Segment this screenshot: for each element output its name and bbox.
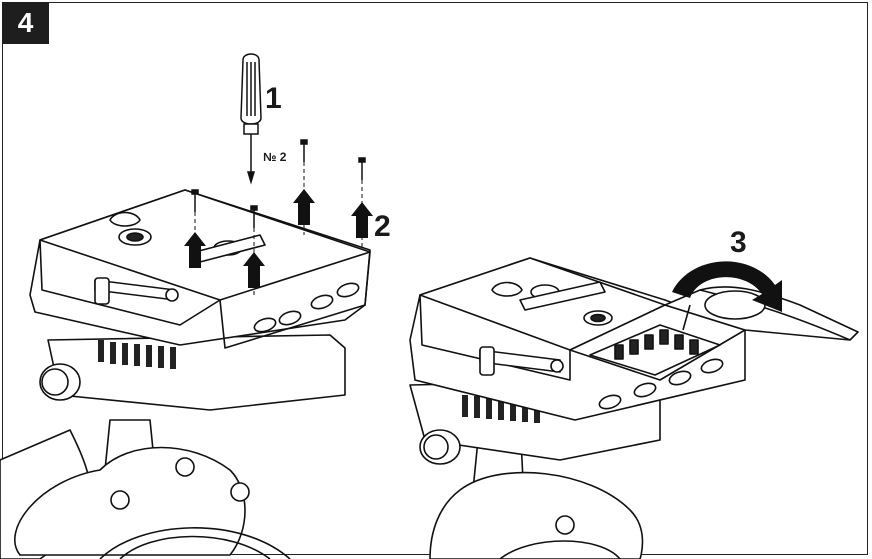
screwdriver-icon [240, 53, 262, 185]
cooling-fins-left [98, 340, 176, 369]
valve-body-left [0, 419, 291, 559]
actuator-open-right [409, 257, 859, 559]
cooling-fins-right [462, 395, 540, 423]
screwdriver-size-label: № 2 [263, 150, 287, 164]
terminal-block [589, 324, 721, 376]
up-arrow-icon [293, 189, 315, 225]
up-arrow-icon [184, 232, 206, 268]
cable-ports-right [598, 358, 724, 410]
rotation-arrow-icon [672, 261, 782, 312]
up-arrow-icon [243, 252, 265, 288]
callout-3: 3 [730, 226, 747, 259]
removal-arrows [184, 189, 373, 288]
step-number-badge: 4 [2, 2, 49, 44]
callout-1: 1 [265, 82, 282, 115]
cable-ports-left [253, 282, 360, 333]
screw-icon [250, 205, 258, 295]
callout-2: 2 [374, 210, 391, 243]
up-arrow-icon [351, 202, 373, 238]
actuator-closed-left [0, 189, 371, 559]
